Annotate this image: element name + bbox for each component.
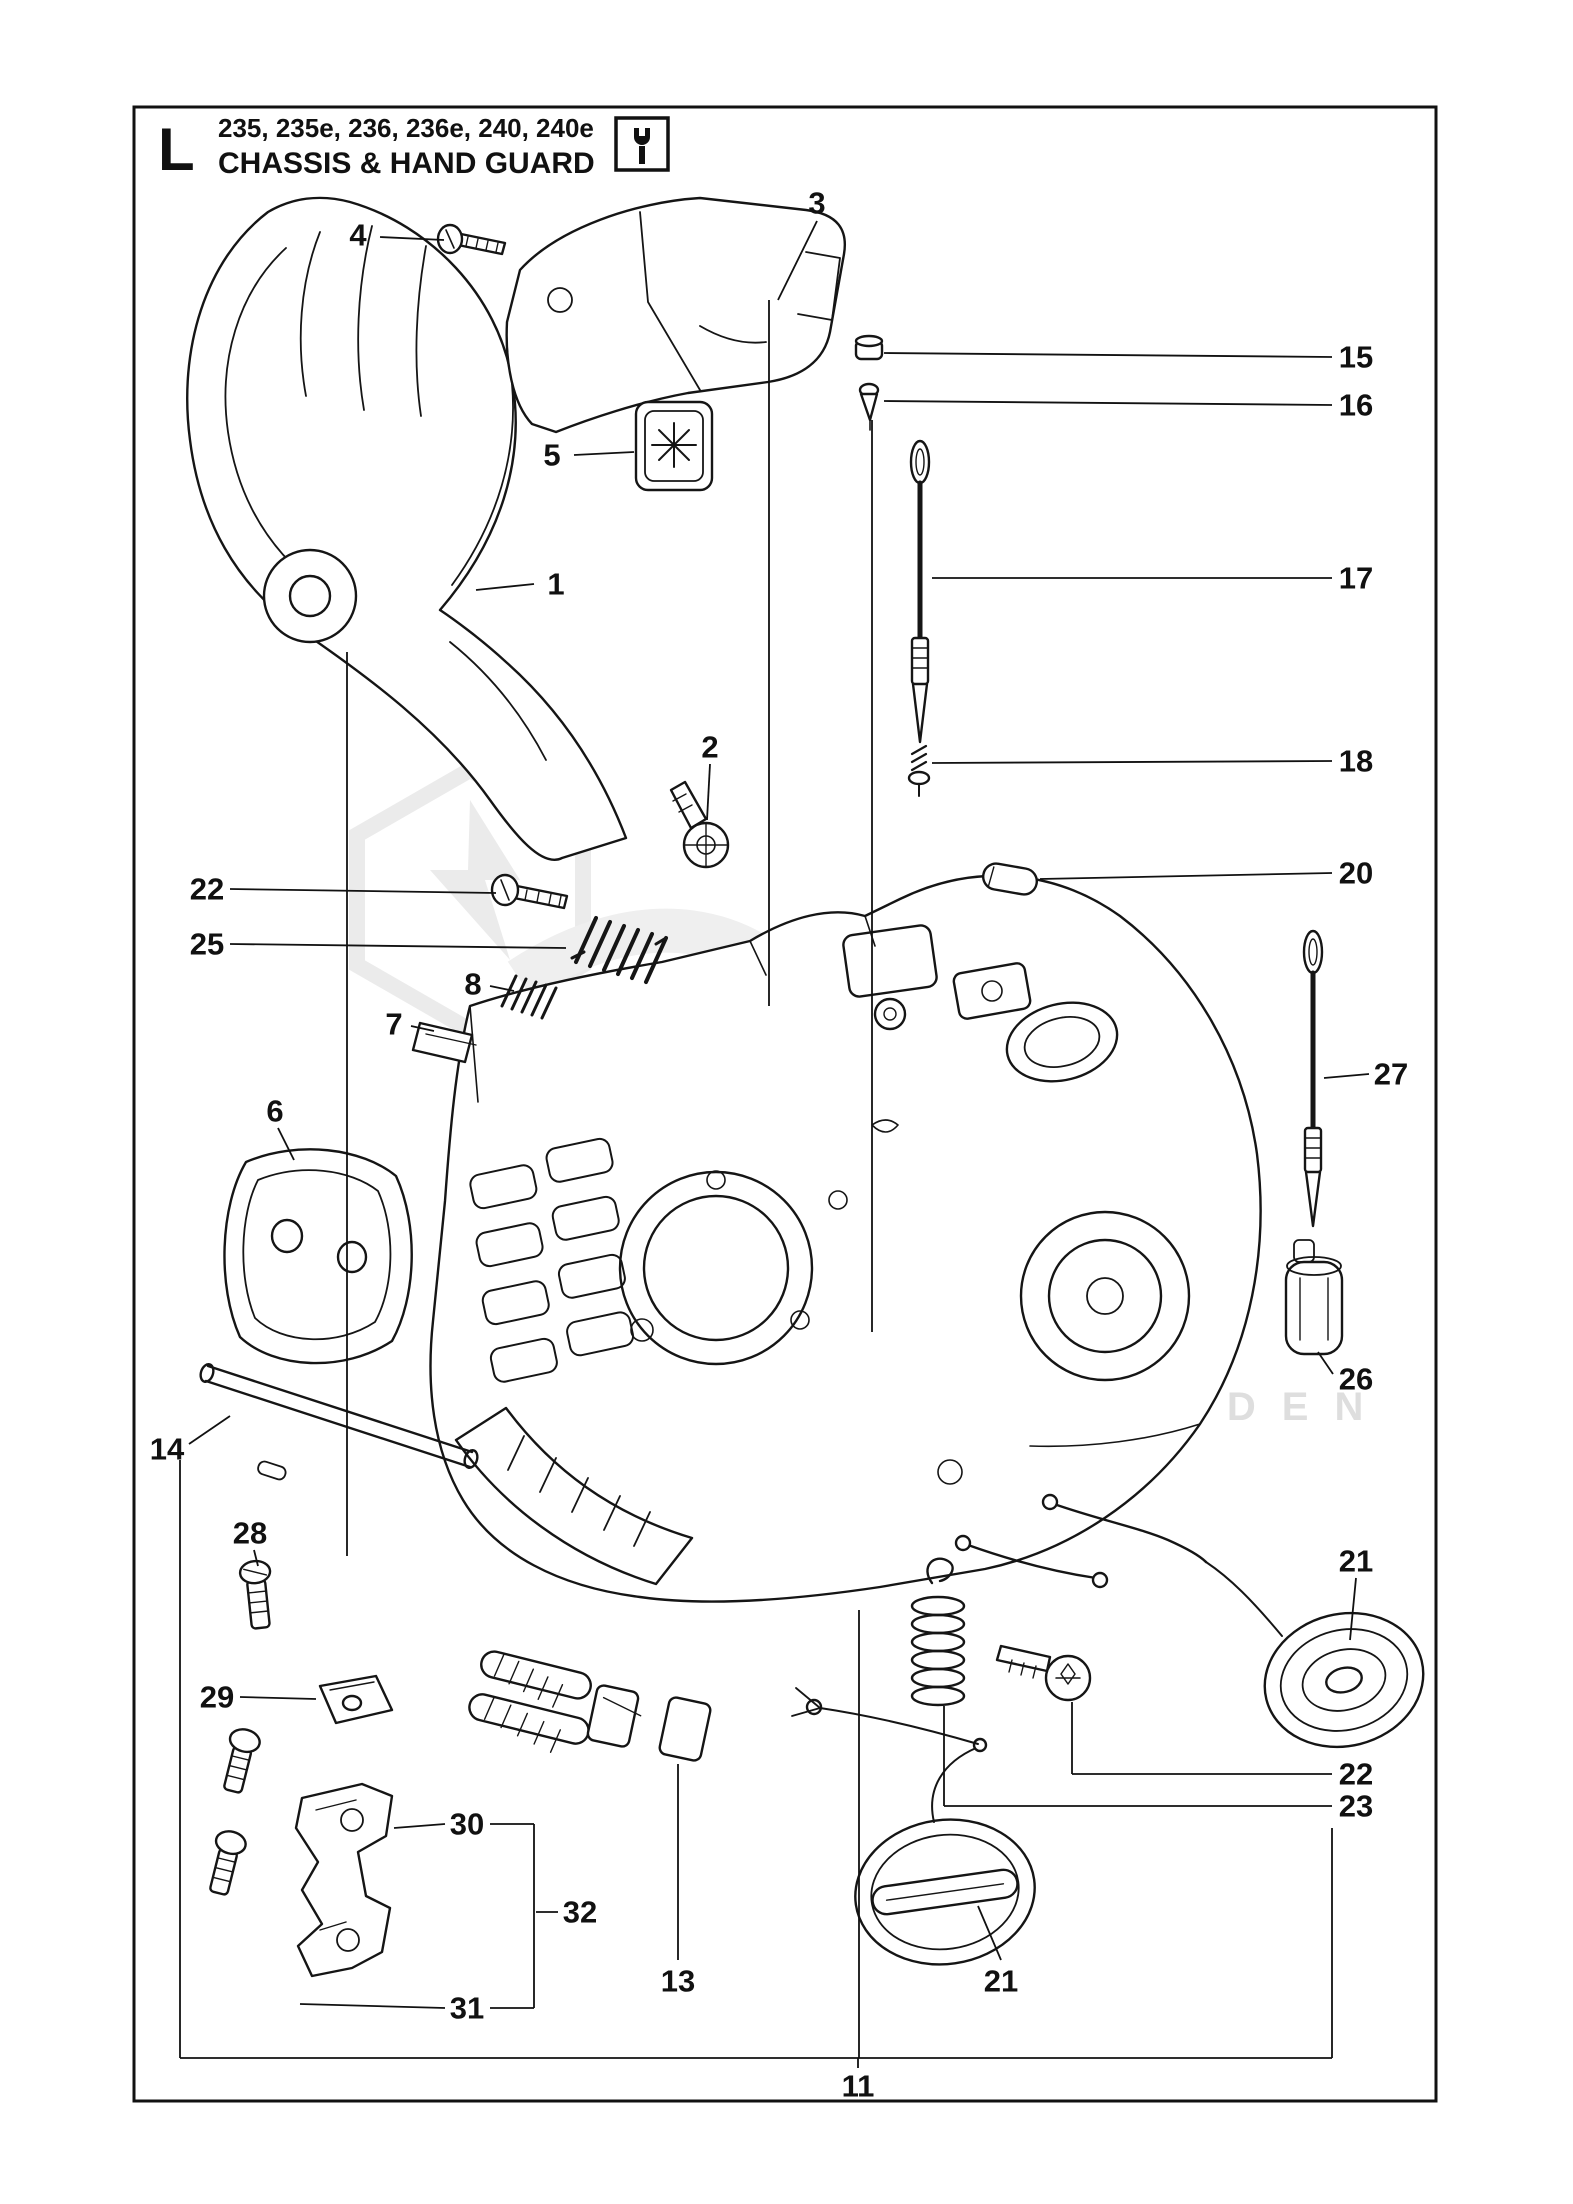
callout-label-32-24: 32: [563, 1895, 597, 1930]
leader-line-15-5: [883, 352, 1333, 358]
part-fuel-filter-26: [1284, 1239, 1344, 1356]
part-screw-22-right: [995, 1644, 1092, 1702]
leader-line-5-2: [573, 451, 635, 456]
callout-label-29-20: 29: [200, 1680, 234, 1715]
part-mesh-insert: [634, 400, 714, 492]
model-list: 235, 235e, 236, 236e, 240, 240e: [218, 113, 594, 143]
callout-layer: 3451215161718202225872762614282129222330…: [150, 186, 1408, 2104]
callout-label-8-12: 8: [464, 967, 481, 1002]
callout-label-6-15: 6: [266, 1094, 283, 1129]
leader-line-22-10: [229, 888, 497, 894]
page-title: CHASSIS & HAND GUARD: [218, 147, 595, 180]
part-rod-14: [199, 1363, 479, 1481]
callout-label-23-22: 23: [1339, 1789, 1373, 1824]
callout-label-22-10: 22: [190, 872, 224, 907]
header: L 235, 235e, 236, 236e, 240, 240e CHASSI…: [158, 113, 670, 183]
part-screw-4: [436, 223, 507, 256]
leader-line-16-6: [883, 400, 1333, 406]
leader-line-1-3: [475, 583, 535, 591]
callout-label-20-9: 20: [1339, 856, 1373, 891]
leader-line-8-12: [489, 985, 515, 992]
callout-label-4-1: 4: [349, 218, 367, 253]
part-screw-2: [669, 780, 730, 869]
part-spring-8: [500, 974, 558, 1020]
part-hand-guard: [186, 196, 628, 861]
callout-label-1-3: 1: [547, 567, 564, 602]
part-chain-catcher: [294, 1782, 394, 1978]
leader-line-20-9: [1039, 872, 1333, 880]
callout-label-2-4: 2: [701, 730, 718, 765]
leader-line-29-20: [239, 1696, 317, 1700]
leader-line-31-25: [299, 2003, 446, 2009]
part-spring-25: [570, 916, 668, 984]
leader-line-2-4: [706, 763, 711, 821]
callout-label-7-13: 7: [385, 1007, 402, 1042]
leader-line-27-14: [1323, 1073, 1370, 1079]
callout-label-25-11: 25: [190, 927, 224, 962]
part-screw-bottom-b: [209, 1830, 247, 1896]
page-border: [132, 105, 1438, 2103]
part-bar-bolts: [468, 1650, 592, 1753]
leader-line-21-19: [1349, 1577, 1357, 1641]
callout-label-5-2: 5: [543, 438, 560, 473]
part-plug-15: [854, 334, 884, 361]
part-needle-17: [909, 439, 931, 744]
leader-line-6-15: [277, 1127, 295, 1161]
parts-layer: [186, 196, 1425, 1978]
callout-label-21-19: 21: [1339, 1544, 1373, 1579]
leader-line-7-13: [410, 1025, 435, 1032]
part-handle-grille: [454, 1406, 694, 1586]
part-chassis: [429, 874, 1262, 1603]
leader-line-3-0: [777, 220, 818, 301]
callout-label-31-25: 31: [450, 1991, 484, 2026]
callout-label-3-0: 3: [808, 186, 825, 221]
part-fuel-cap-bottom: [791, 1687, 1036, 1966]
part-carb-mount: [842, 924, 1032, 1031]
leader-line-18-8: [931, 760, 1333, 764]
part-pin-20: [982, 862, 1038, 896]
leader-line-14-17: [188, 1415, 231, 1445]
leader-line-4-1: [379, 236, 445, 241]
part-valve-16: [858, 382, 880, 431]
leader-line-26-16: [1317, 1351, 1334, 1375]
part-top-cover: [505, 196, 847, 434]
part-fuel-cap-right: [1263, 1611, 1425, 1749]
part-screw-22: [490, 873, 569, 910]
leader-line-28-18: [253, 1549, 259, 1567]
part-screw-bottom-a: [223, 1728, 261, 1794]
part-needle-27: [1302, 929, 1324, 1228]
leader-line-21-27: [977, 1905, 1002, 1961]
callout-label-27-14: 27: [1374, 1057, 1408, 1092]
leader-line-25-11: [229, 943, 567, 949]
part-clamp-29: [318, 1674, 394, 1725]
leader-line-30-23: [393, 1823, 446, 1829]
callout-label-26-16: 26: [1339, 1362, 1373, 1397]
callout-label-18-8: 18: [1339, 744, 1373, 779]
callout-label-30-23: 30: [450, 1807, 484, 1842]
section-letter: L: [158, 116, 195, 183]
callout-label-17-7: 17: [1339, 561, 1373, 596]
part-spacer-blocks-13: [586, 1684, 712, 1762]
callout-label-21-27: 21: [984, 1964, 1018, 1999]
callout-label-11-28: 11: [842, 2069, 875, 2104]
part-screw-28: [238, 1559, 272, 1630]
service-tool-icon: [614, 116, 670, 172]
part-retainer-rods: [954, 1493, 1283, 1637]
callout-label-14-17: 14: [150, 1432, 185, 1467]
callout-label-13-26: 13: [661, 1964, 695, 1999]
part-muffler-plate: [223, 1148, 413, 1365]
part-block-7: [411, 1021, 477, 1064]
callout-label-15-5: 15: [1339, 340, 1373, 375]
part-needle-spring-18: [907, 744, 931, 797]
callout-label-16-6: 16: [1339, 388, 1373, 423]
callout-label-28-18: 28: [233, 1516, 267, 1551]
watermark-logo-bolt: [430, 800, 520, 960]
part-av-lattice: [469, 1137, 635, 1383]
callout-label-22-21: 22: [1339, 1757, 1373, 1792]
part-spring-23: [910, 1557, 966, 1707]
